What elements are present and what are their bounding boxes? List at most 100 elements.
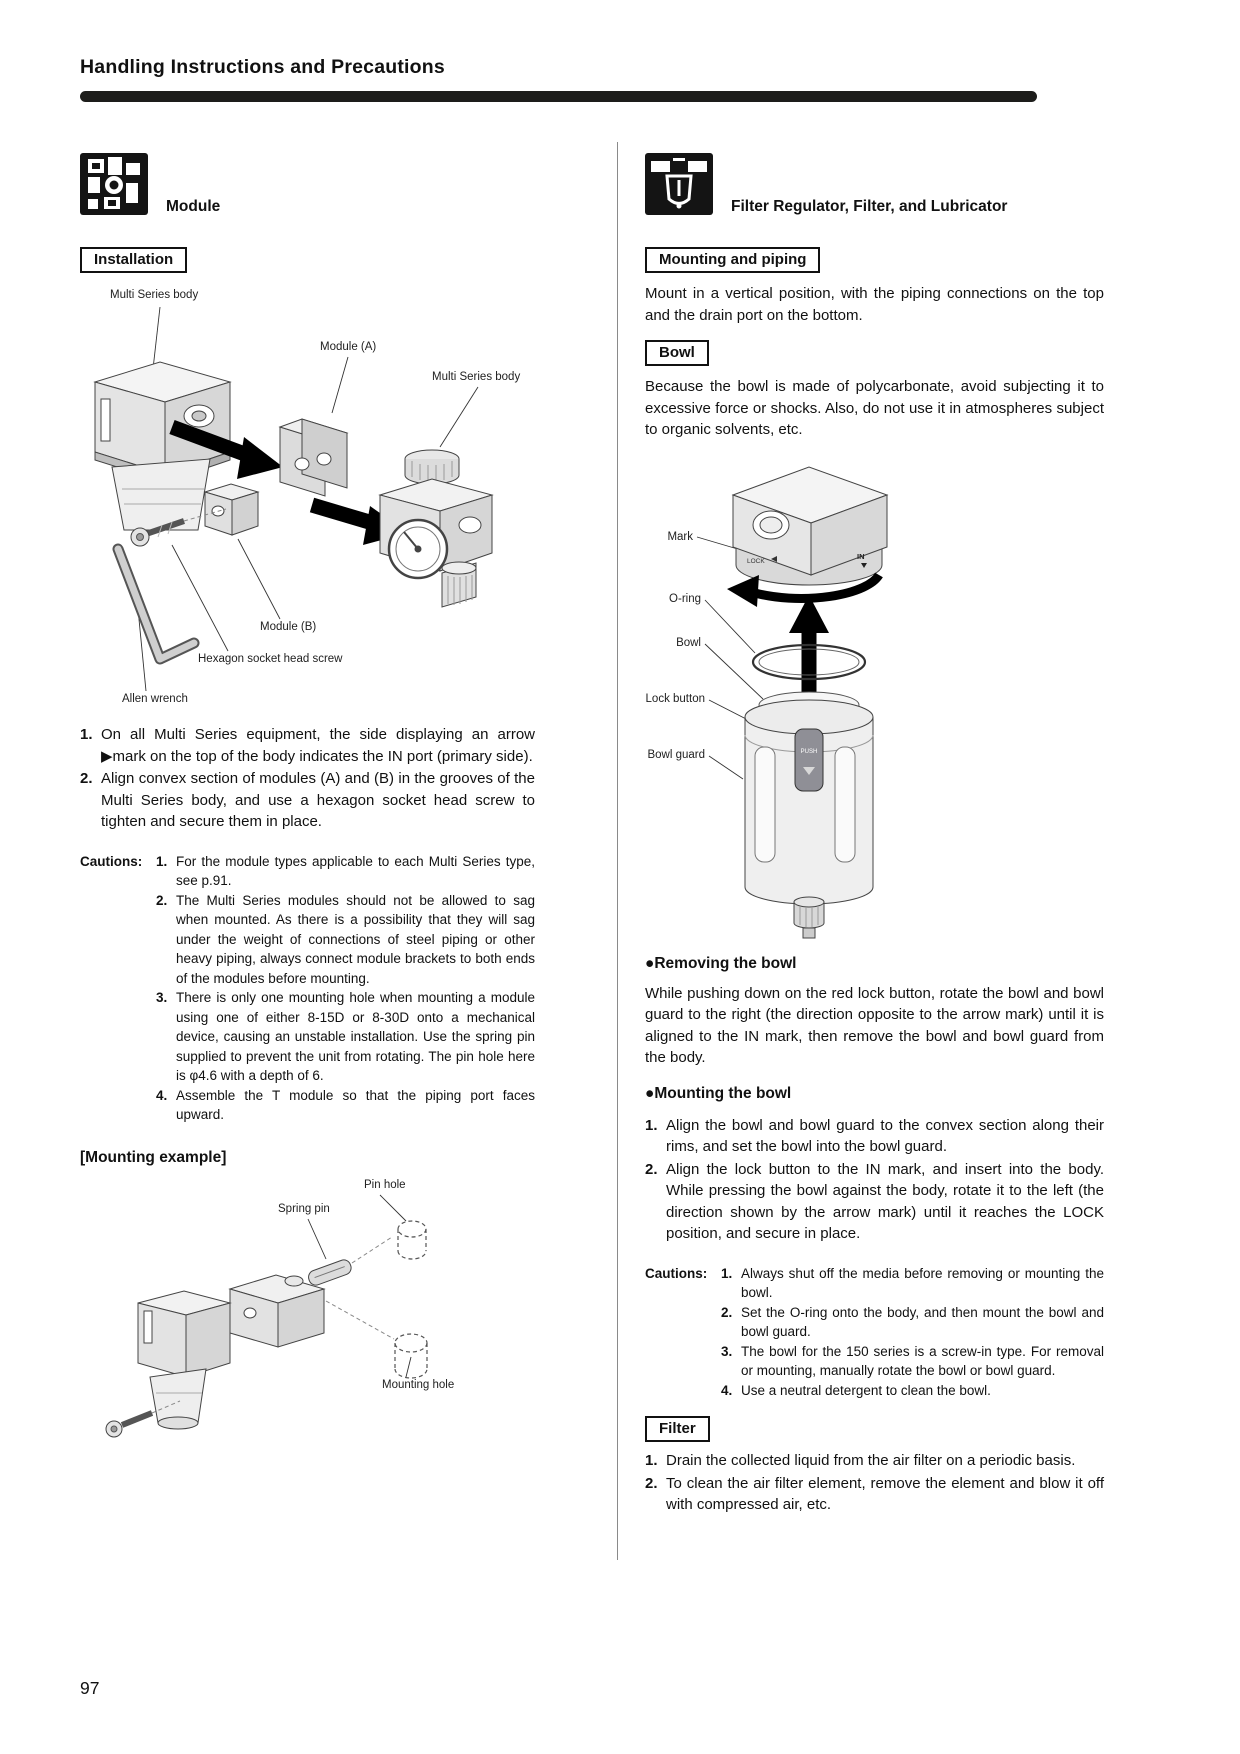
caution-item: 1. For the module types applicable to ea…	[156, 852, 535, 891]
caution-number: 1.	[721, 1265, 733, 1281]
caution-number: 4.	[156, 1087, 168, 1103]
caution-text: Use a neutral detergent to clean the bow…	[741, 1382, 991, 1398]
push-marking: PUSH	[801, 749, 818, 755]
page-number: 97	[80, 1678, 100, 1698]
allen-wrench-art	[112, 543, 200, 665]
caution-number: 2.	[156, 892, 168, 908]
label-allen-wrench: Allen wrench	[122, 693, 188, 705]
mounting-example-diagram-art	[105, 1194, 428, 1437]
caution-item: 1. Always shut off the media before remo…	[721, 1264, 1104, 1303]
o-ring-art	[751, 643, 867, 680]
rotation-arrow-art	[727, 571, 883, 607]
label-module-b: Module (B)	[260, 621, 317, 633]
step-number: 1.	[80, 726, 93, 743]
cautions-label: Cautions:	[645, 1265, 708, 1281]
column-divider	[617, 142, 618, 1560]
title-rule	[80, 91, 1037, 102]
label-pin-hole: Pin hole	[364, 1178, 406, 1191]
installation-steps: 1. On all Multi Series equipment, the si…	[80, 724, 535, 833]
caution-item: 2. Set the O-ring onto the body, and the…	[721, 1303, 1104, 1342]
module-icon	[80, 153, 148, 220]
bowl-diagram-art: LOCK IN	[696, 465, 889, 938]
lock-marking: LOCK	[747, 558, 765, 565]
step-number: 1.	[645, 1452, 658, 1469]
mounting-piping-box-label: Mounting and piping	[645, 247, 821, 273]
step-text: To clean the air filter element, remove …	[666, 1474, 1104, 1514]
label-module-a: Module (A)	[320, 341, 377, 353]
bowl-diagram: LOCK IN	[621, 447, 1121, 945]
step-item: 2. Align the lock button to the IN mark,…	[645, 1159, 1104, 1245]
filter-icon	[645, 153, 713, 220]
filter-section-title: Filter Regulator, Filter, and Lubricator	[731, 198, 1008, 215]
drain-art	[793, 896, 825, 938]
label-lock-button: Lock button	[645, 692, 705, 705]
caution-item: 3. There is only one mounting hole when …	[156, 988, 535, 1086]
module-section-head: Module	[80, 148, 535, 220]
bowl-cautions: Cautions: 1. Always shut off the media b…	[645, 1264, 1104, 1401]
label-mounting-hole: Mounting hole	[382, 1378, 455, 1391]
caution-number: 2.	[721, 1304, 733, 1320]
label-hexagon-screw: Hexagon socket head screw	[198, 653, 343, 665]
label-mark: Mark	[667, 530, 693, 543]
multi-series-body-right-art	[378, 449, 494, 608]
installation-diagram: Multi Series body Module (A) Multi Serie…	[80, 287, 560, 712]
caution-text: Always shut off the media before removin…	[741, 1265, 1104, 1301]
caution-number: 3.	[721, 1343, 733, 1359]
mounting-piping-text: Mount in a vertical position, with the p…	[645, 285, 1104, 324]
step-item: 1. Align the bowl and bowl guard to the …	[645, 1115, 1104, 1158]
caution-text: For the module types applicable to each …	[176, 853, 535, 889]
hexagon-screw-art	[130, 508, 227, 547]
caution-text: Assemble the T module so that the piping…	[176, 1087, 535, 1123]
mounting-example-heading: [Mounting example]	[80, 1148, 227, 1166]
pin-hole-art	[397, 1219, 427, 1260]
step-text: Align convex section of modules (A) and …	[101, 770, 535, 830]
filter-box-label: Filter	[645, 1416, 710, 1442]
removing-bowl-text: While pushing down on the red lock butto…	[645, 984, 1104, 1067]
step-item: 2. To clean the air filter element, remo…	[645, 1473, 1104, 1516]
mounting-hole-art	[394, 1332, 428, 1379]
screw-art	[105, 1400, 181, 1437]
installation-box-label: Installation	[80, 247, 188, 273]
step-text: Drain the collected liquid from the air …	[666, 1452, 1076, 1469]
module-section-title: Module	[166, 198, 221, 215]
right-column: Filter Regulator, Filter, and Lubricator…	[645, 142, 1104, 1516]
bowl-guard-art	[744, 699, 874, 904]
cautions-label: Cautions:	[80, 853, 143, 869]
left-column: Module Installation	[80, 142, 535, 1489]
in-marking: IN	[857, 552, 865, 561]
mounting-bowl-steps: 1. Align the bowl and bowl guard to the …	[645, 1115, 1104, 1245]
page-title: Handling Instructions and Precautions	[80, 56, 445, 78]
step-number: 1.	[645, 1116, 658, 1134]
step-number: 2.	[645, 1474, 658, 1492]
removing-bowl-heading: ●Removing the bowl	[645, 954, 797, 972]
caution-item: 4. Use a neutral detergent to clean the …	[721, 1381, 1104, 1401]
step-number: 2.	[645, 1160, 658, 1178]
step-item: 1. Drain the collected liquid from the a…	[645, 1450, 1104, 1472]
step-text: Align the bowl and bowl guard to the con…	[666, 1116, 1104, 1156]
mounting-bowl-heading: ●Mounting the bowl	[645, 1084, 792, 1102]
filter-steps: 1. Drain the collected liquid from the a…	[645, 1450, 1104, 1516]
caution-item: 4. Assemble the T module so that the pip…	[156, 1086, 535, 1125]
bowl-text: Because the bowl is made of polycarbonat…	[645, 378, 1104, 438]
label-multi-series-body-left: Multi Series body	[110, 289, 199, 301]
caution-text: The bowl for the 150 series is a screw-i…	[741, 1343, 1104, 1379]
caution-item: 3. The bowl for the 150 series is a scre…	[721, 1342, 1104, 1381]
in-triangle-marking	[861, 562, 867, 568]
step-number: 2.	[80, 770, 93, 787]
module-a-art	[278, 418, 349, 497]
module-cautions: Cautions: 1. For the module types applic…	[80, 852, 535, 1125]
lock-arrow-marking	[771, 555, 777, 562]
step-text: On all Multi Series equipment, the side …	[101, 726, 535, 765]
bowl-box-label: Bowl	[645, 340, 709, 366]
filter-body-art	[731, 465, 889, 585]
caution-number: 1.	[156, 853, 168, 869]
caution-number: 4.	[721, 1382, 733, 1398]
label-o-ring: O-ring	[669, 592, 701, 605]
bracket-art	[228, 1273, 326, 1348]
caution-text: There is only one mounting hole when mou…	[176, 990, 535, 1083]
mounting-example-diagram: Pin hole Spring pin Mounting hole	[80, 1171, 520, 1489]
step-item: 2. Align convex section of modules (A) a…	[80, 768, 535, 833]
unit-body-art	[137, 1289, 232, 1429]
step-text: Align the lock button to the IN mark, an…	[666, 1160, 1104, 1243]
